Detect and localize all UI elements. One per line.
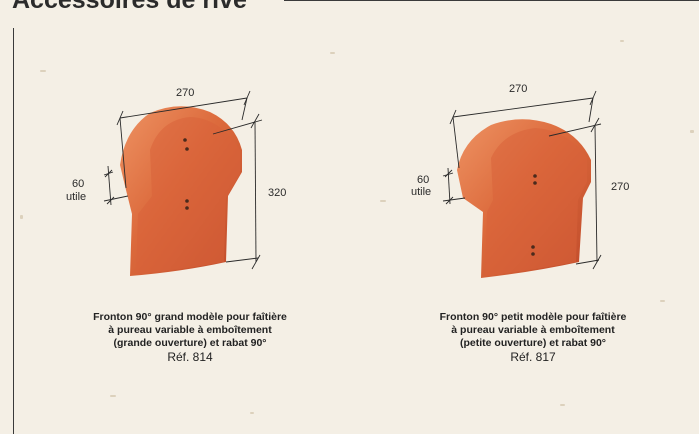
product-caption-814: Fronton 90° grand modèle pour faîtière à… [30,311,350,365]
product-illustration-817: 270 270 60 utile [411,83,629,278]
width-dimension [442,90,602,270]
section-header: Accessoires de rive [0,0,699,16]
caption-line: (petite ouverture) et rabat 90° [460,337,606,349]
width-label: 270 [176,87,194,99]
tile-face [136,117,240,274]
header-rule [284,0,699,1]
overlap-unit-label: utile [411,186,431,198]
product-reference: Réf. 817 [510,350,556,364]
height-label: 320 [268,187,286,199]
product-illustration-814: 270 320 60 utile [66,87,286,277]
caption-line: à pureau variable à emboîtement [108,324,272,336]
height-label: 270 [611,181,629,193]
product-card-817: 270 270 60 utile Fronton 90° petit modèl… [373,0,693,434]
overlap-value-label: 60 [72,178,84,190]
overlap-value-label: 60 [417,174,429,186]
section-title: Accessoires de rive [12,0,247,14]
tile-face [485,128,587,276]
caption-line: à pureau variable à emboîtement [451,324,615,336]
caption-line: Fronton 90° grand modèle pour faîtière [93,311,287,323]
left-rule [13,28,14,434]
caption-line: Fronton 90° petit modèle pour faîtière [439,311,627,323]
product-reference: Réf. 814 [167,350,213,364]
width-label: 270 [509,83,527,95]
caption-line: (grande ouverture) et rabat 90° [113,337,267,349]
product-caption-817: Fronton 90° petit modèle pour faîtière à… [373,311,693,365]
width-dimension [103,90,263,270]
product-card-814: 270 320 60 utile Fronton 90° grand modèl… [30,0,350,434]
overlap-unit-label: utile [66,191,86,203]
